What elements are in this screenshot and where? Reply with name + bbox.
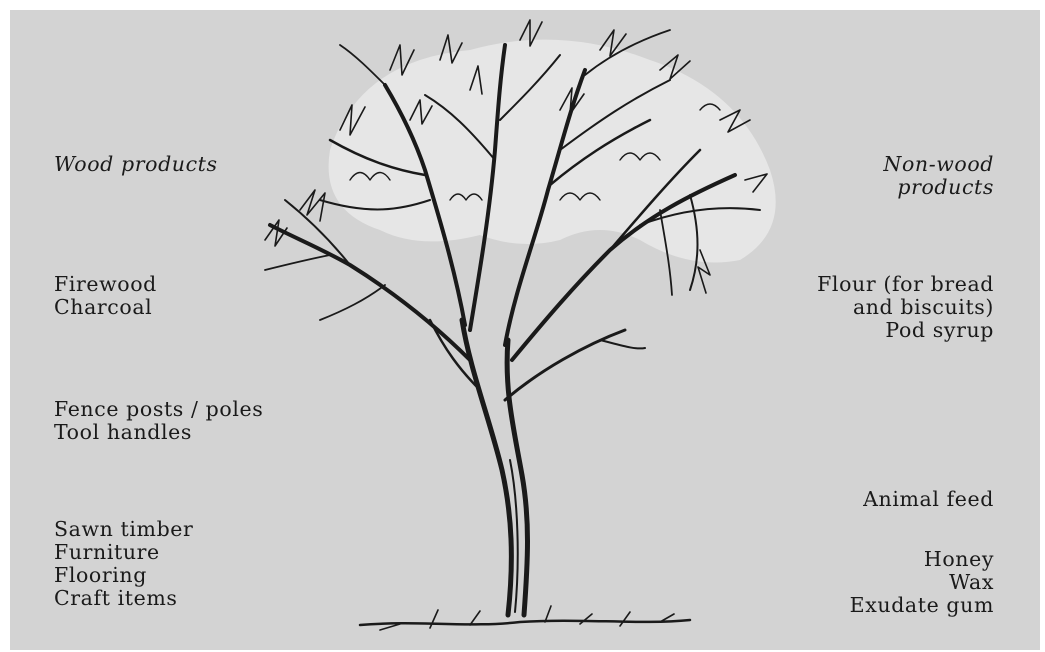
non-wood-group-feed: Animal feed <box>863 488 994 511</box>
wood-item: Sawn timber <box>54 518 193 541</box>
wood-item: Furniture <box>54 541 193 564</box>
non-wood-products-heading: Non-wood products <box>883 153 994 199</box>
non-wood-group-food: Flour (for bread and biscuits) Pod syrup <box>817 273 994 342</box>
non-wood-item: Exudate gum <box>850 594 994 617</box>
wood-item: Craft items <box>54 587 193 610</box>
non-wood-item: Wax <box>850 571 994 594</box>
wood-group-poles: Fence posts / poles Tool handles <box>54 398 263 444</box>
non-wood-title-line: Non-wood <box>883 153 994 176</box>
wood-group-timber: Sawn timber Furniture Flooring Craft ite… <box>54 518 193 610</box>
wood-item: Firewood <box>54 273 157 296</box>
wood-item: Fence posts / poles <box>54 398 263 421</box>
wood-products-title: Wood products <box>54 153 218 176</box>
tree-canopy <box>329 40 776 263</box>
wood-group-fuel: Firewood Charcoal <box>54 273 157 319</box>
non-wood-title-line: products <box>883 176 994 199</box>
non-wood-item: Pod syrup <box>817 319 994 342</box>
non-wood-group-bee: Honey Wax Exudate gum <box>850 548 994 617</box>
wood-item: Flooring <box>54 564 193 587</box>
wood-item: Charcoal <box>54 296 157 319</box>
non-wood-item: Flour (for bread <box>817 273 994 296</box>
wood-item: Tool handles <box>54 421 263 444</box>
wood-products-heading: Wood products <box>54 153 218 176</box>
non-wood-item: and biscuits) <box>817 296 994 319</box>
non-wood-item: Honey <box>850 548 994 571</box>
non-wood-item: Animal feed <box>863 488 994 511</box>
